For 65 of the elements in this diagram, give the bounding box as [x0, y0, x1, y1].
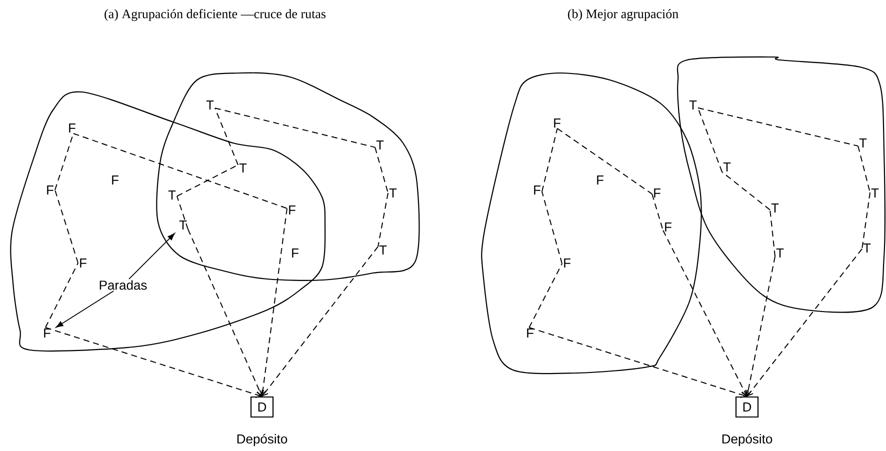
route-line: [862, 192, 871, 250]
stop-letter: T: [863, 244, 871, 252]
panel-title: (a) Agrupación deficiente —cruce de rutas: [104, 9, 326, 21]
stop-letter: T: [376, 140, 384, 150]
stop-letter: F: [534, 186, 540, 194]
route-line: [528, 327, 747, 398]
route-line: [72, 132, 288, 209]
depot-box: D: [250, 396, 274, 418]
stop-letter: T: [689, 100, 697, 110]
stop-letter: F: [527, 328, 534, 338]
route-line: [722, 171, 771, 210]
leader-arrow: [128, 233, 175, 280]
route-line: [858, 145, 871, 193]
route-line: [214, 108, 376, 148]
route-line: [541, 191, 563, 264]
stop-letter: F: [597, 176, 604, 184]
stop-letter: T: [379, 246, 387, 254]
stop-letter: F: [112, 176, 118, 184]
route-line: [262, 246, 379, 396]
stop-letter: T: [776, 248, 784, 258]
stop-letter: F: [564, 258, 570, 268]
stop-letter: T: [389, 188, 397, 198]
route-line: [652, 193, 664, 231]
stop-letter: F: [47, 186, 54, 194]
stop-letter: T: [859, 138, 867, 148]
stop-letter: T: [206, 100, 214, 110]
stop-letter: F: [292, 248, 298, 258]
stop-letter: T: [239, 164, 247, 172]
route-line: [374, 146, 389, 194]
route-line: [176, 164, 239, 197]
stop-letter: F: [289, 206, 296, 214]
route-line: [541, 128, 558, 192]
route-line: [214, 108, 239, 166]
stop-letter: F: [654, 188, 660, 198]
stop-letter: F: [554, 118, 560, 128]
route-line: [744, 256, 776, 396]
depot-caption: Depósito: [237, 434, 288, 446]
route-line: [187, 228, 263, 396]
route-line: [54, 190, 79, 264]
route-line: [44, 327, 262, 398]
stop-letter: T: [723, 162, 731, 172]
stop-letter: F: [665, 222, 672, 232]
stop-letter: F: [80, 258, 86, 268]
route-line: [528, 263, 563, 328]
route-line: [259, 208, 288, 396]
route-line: [662, 230, 748, 396]
stop-letter: F: [69, 124, 76, 132]
route-line: [770, 209, 776, 257]
route-line: [556, 128, 653, 194]
route-line: [697, 107, 859, 146]
route-line: [176, 196, 188, 230]
route-line: [747, 248, 863, 396]
route-line: [697, 107, 723, 172]
stop-letter: T: [871, 188, 879, 198]
stop-letter: F: [44, 328, 50, 338]
depot-caption: Depósito: [722, 434, 772, 446]
leader-arrow: [56, 290, 114, 328]
callout-text: Paradas: [100, 280, 147, 290]
stop-letter: T: [168, 190, 176, 200]
route-line: [44, 262, 79, 328]
panel-title: (b) Mejor agrupación: [568, 9, 678, 21]
stop-letter: T: [179, 220, 187, 230]
stop-letter: T: [771, 204, 779, 212]
depot-box: D: [735, 396, 759, 418]
route-line: [378, 192, 389, 248]
